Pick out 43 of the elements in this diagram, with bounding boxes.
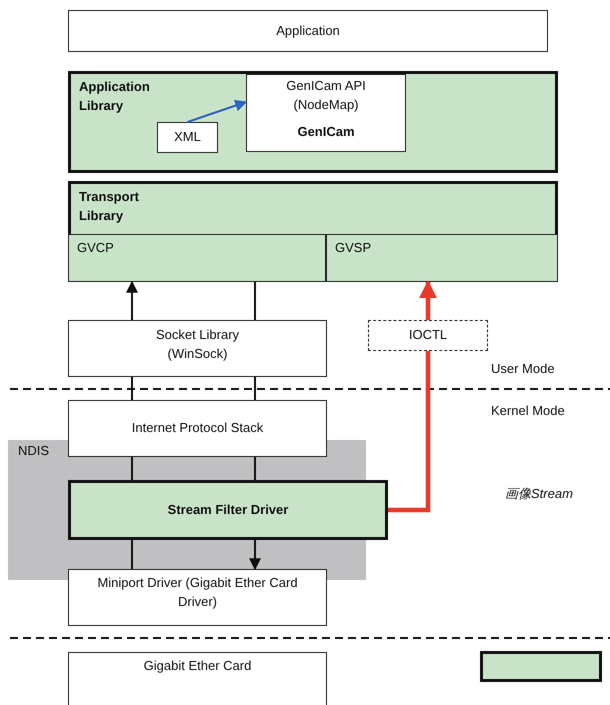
node-label: Transport Library (79, 188, 140, 225)
component-box (68, 234, 326, 282)
node-label: IOCTL (408, 326, 448, 344)
connector-line (131, 457, 133, 480)
node-label: Gigabit Ether Card (144, 657, 252, 675)
node-label: Miniport Driver (Gigabit Ether Card Driver) (96, 574, 299, 611)
text-label: User Mode (491, 361, 555, 376)
node-label: GenICam (297, 122, 355, 141)
arrow (126, 280, 138, 320)
node-label: GVSP (335, 239, 372, 257)
component-box (68, 320, 327, 377)
connector-line (131, 540, 133, 569)
node-label: Internet Protocol Stack (132, 419, 264, 438)
connector-line (388, 351, 430, 512)
component-box (68, 480, 388, 540)
text-label: NDIS (18, 443, 50, 458)
component-box (68, 569, 327, 626)
component-box (68, 71, 558, 173)
arrow (419, 280, 437, 320)
text-label: 画像Stream (505, 485, 573, 503)
node-label: Socket Library (WinSock) (154, 326, 240, 363)
node-label: Application Library (79, 78, 151, 115)
component-box (68, 10, 548, 52)
legend-swatch (480, 651, 602, 682)
node-label: XML (174, 128, 201, 146)
component-box (157, 122, 218, 153)
connector-line (254, 457, 256, 480)
component-box (326, 234, 558, 282)
text-label: Kernel Mode (491, 403, 565, 418)
node-label: GenICam API (NodeMap) (285, 77, 367, 114)
connector-line (254, 377, 256, 400)
arrow (249, 540, 261, 570)
component-box (68, 652, 327, 705)
node-label: Stream Filter Driver (168, 500, 288, 519)
component-box (246, 74, 406, 152)
node-label: Application (276, 22, 340, 40)
connector-line (254, 282, 256, 320)
connector-line (131, 377, 133, 400)
node-label: GVCP (77, 239, 114, 257)
component-box (68, 400, 327, 457)
component-box (368, 320, 488, 351)
component-box (68, 181, 558, 282)
arrow (187, 100, 248, 123)
